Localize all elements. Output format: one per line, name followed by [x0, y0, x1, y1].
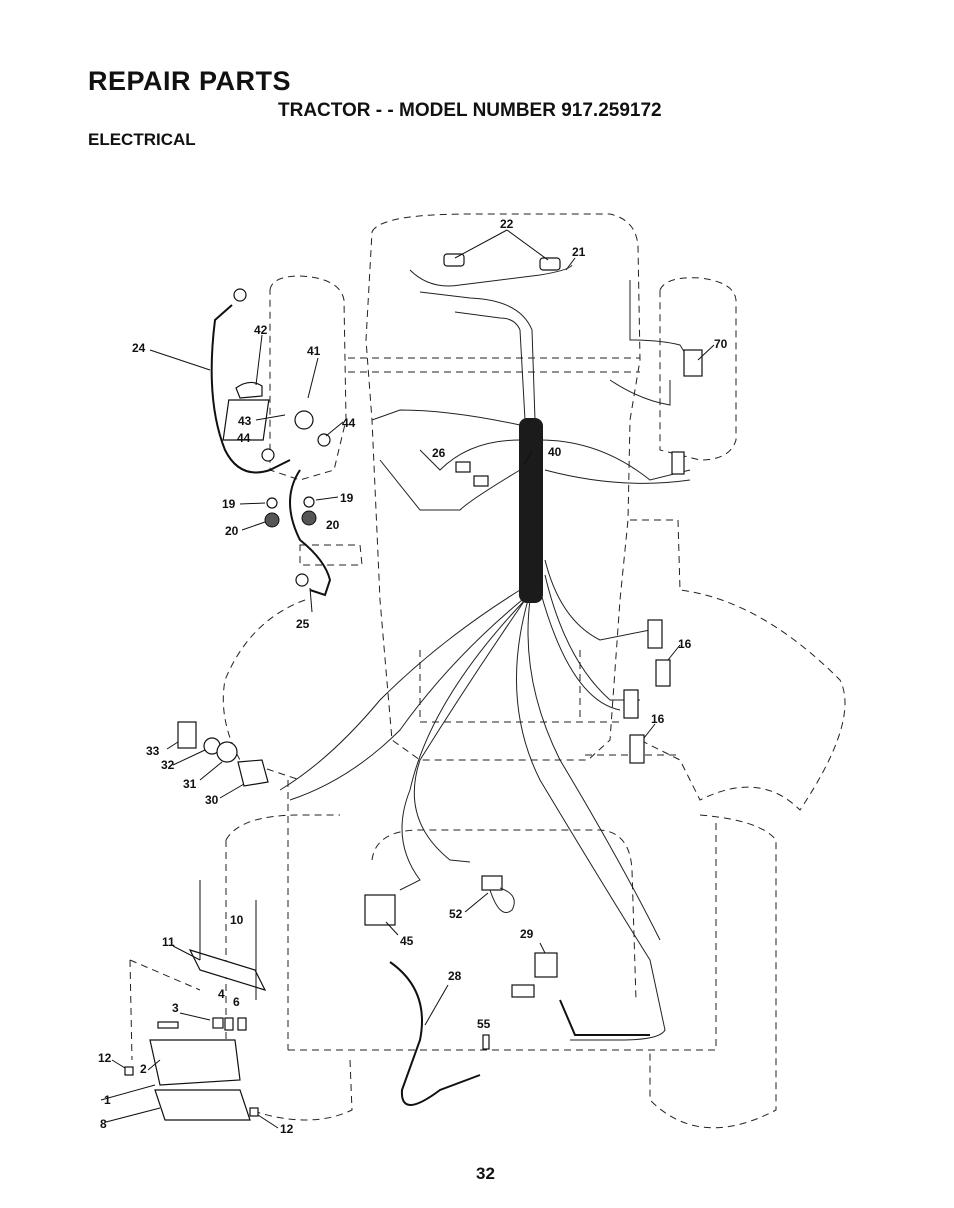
- callout-30: 30: [205, 793, 219, 807]
- callout-labels: 22 21 70 42 41 24 43 44 44 26 40 19 19 2…: [98, 217, 728, 1136]
- callout-45: 45: [400, 934, 414, 948]
- callout-16-upper: 16: [678, 637, 692, 651]
- callout-44-left: 44: [237, 431, 251, 445]
- callout-10: 10: [230, 913, 244, 927]
- callout-33: 33: [146, 744, 160, 758]
- wire-harness: [279, 264, 691, 1041]
- battery-cable-24: [210, 304, 291, 474]
- callout-3: 3: [172, 1001, 179, 1015]
- callout-16-lower: 16: [651, 712, 665, 726]
- callout-42: 42: [254, 323, 268, 337]
- callout-19-right: 19: [340, 491, 354, 505]
- cable-25: [289, 469, 332, 597]
- callout-1: 1: [104, 1093, 111, 1107]
- callout-31: 31: [183, 777, 197, 791]
- callout-25: 25: [296, 617, 310, 631]
- callout-28: 28: [448, 969, 462, 983]
- callout-21: 21: [572, 245, 586, 259]
- callout-4: 4: [218, 987, 225, 1001]
- callout-2: 2: [140, 1062, 147, 1076]
- parts: [124, 253, 703, 1121]
- callout-19-left: 19: [222, 497, 236, 511]
- page-title: REPAIR PARTS: [88, 66, 292, 96]
- tractor-outline: [129, 213, 846, 1129]
- callout-40: 40: [548, 445, 562, 459]
- callout-41: 41: [307, 344, 321, 358]
- callout-52: 52: [449, 907, 463, 921]
- callout-43: 43: [238, 414, 252, 428]
- callout-11: 11: [162, 935, 175, 949]
- callout-32: 32: [161, 758, 175, 772]
- callout-12-right: 12: [280, 1122, 294, 1136]
- ground-cable-28: [389, 961, 481, 1106]
- callout-24: 24: [132, 341, 146, 355]
- page-number: 32: [476, 1164, 495, 1183]
- leader-lines: [100, 229, 715, 1129]
- callout-26: 26: [432, 446, 446, 460]
- model-number-heading: TRACTOR - - MODEL NUMBER 917.259172: [278, 100, 662, 121]
- callout-12-left: 12: [98, 1051, 112, 1065]
- section-heading: ELECTRICAL: [88, 130, 196, 149]
- callout-55: 55: [477, 1017, 491, 1031]
- callout-29: 29: [520, 927, 534, 941]
- callout-20-left: 20: [225, 524, 239, 538]
- callout-6: 6: [233, 995, 240, 1009]
- callout-20-right: 20: [326, 518, 340, 532]
- callout-8: 8: [100, 1117, 107, 1131]
- callout-70: 70: [714, 337, 728, 351]
- callout-44-right: 44: [342, 416, 356, 430]
- callout-22: 22: [500, 217, 514, 231]
